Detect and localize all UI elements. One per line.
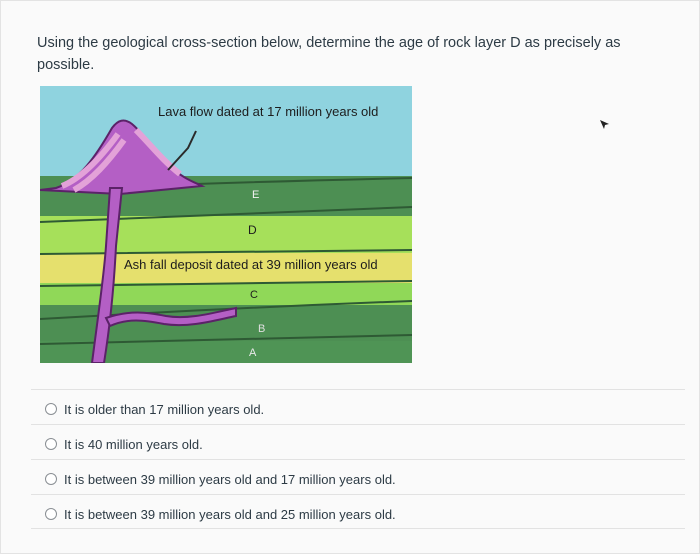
radio-button-icon[interactable] xyxy=(45,473,57,485)
answer-option-3[interactable]: It is between 39 million years old and 1… xyxy=(31,459,685,494)
layer-label-a: A xyxy=(249,347,257,359)
answer-option-1[interactable]: It is older than 17 million years old. xyxy=(31,389,685,424)
layer-c xyxy=(40,283,412,305)
answer-label-2: It is 40 million years old. xyxy=(64,437,203,452)
layer-d xyxy=(40,216,412,253)
feeder-dike xyxy=(90,187,124,363)
answer-label-1: It is older than 17 million years old. xyxy=(64,402,265,417)
answer-choices: It is older than 17 million years old. I… xyxy=(31,389,685,529)
layer-label-b: B xyxy=(258,323,265,335)
answer-label-3: It is between 39 million years old and 1… xyxy=(64,472,396,487)
geologic-cross-section-figure: Lava flow dated at 17 million years old … xyxy=(40,86,412,363)
layer-a xyxy=(40,341,412,363)
radio-button-icon[interactable] xyxy=(45,403,57,415)
arrow-cursor-icon xyxy=(599,118,611,130)
question-line-1: Using the geological cross-section below… xyxy=(37,35,621,51)
question-line-2: possible. xyxy=(37,57,95,73)
sill xyxy=(104,306,237,328)
answer-option-2[interactable]: It is 40 million years old. xyxy=(31,424,685,459)
ash-deposit-label: Ash fall deposit dated at 39 million yea… xyxy=(124,257,378,272)
layer-label-e: E xyxy=(252,189,259,201)
lava-pointer-line xyxy=(167,130,197,171)
radio-button-icon[interactable] xyxy=(45,438,57,450)
radio-button-icon[interactable] xyxy=(45,508,57,520)
answer-label-4: It is between 39 million years old and 2… xyxy=(64,507,396,522)
layer-label-c: C xyxy=(250,289,258,301)
question-text: Using the geological cross-section below… xyxy=(37,32,657,76)
layer-label-d: D xyxy=(248,223,257,237)
lava-flow-label: Lava flow dated at 17 million years old xyxy=(158,104,378,119)
answer-option-4[interactable]: It is between 39 million years old and 2… xyxy=(31,494,685,529)
